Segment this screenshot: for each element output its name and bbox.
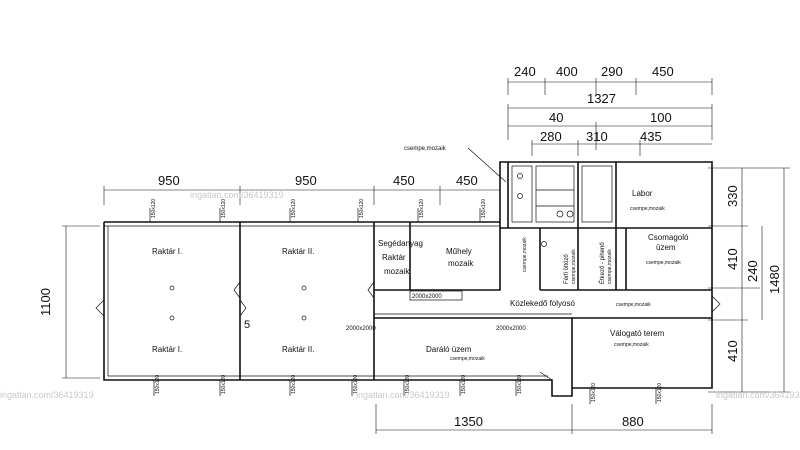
finish-csomagolo: csempe,mozaik <box>646 260 681 266</box>
dim-top-435: 435 <box>640 129 662 144</box>
svg-text:150x120: 150x120 <box>155 375 161 394</box>
door-2000-b: 2000x2000 <box>346 326 376 332</box>
dim-right-410-a: 410 <box>725 248 740 270</box>
window-markers: 150x120 150x120 150x120 150x120 150x120 … <box>149 199 663 404</box>
room-raktar-1-lower: Raktár I. <box>152 345 182 354</box>
room-etkezo-finish: csempe,mozaik <box>607 249 613 284</box>
window-marker-bottom-1: 150x120 <box>153 375 161 396</box>
room-muhely-l1: Műhely <box>446 247 472 256</box>
watermark-1: ingatlan.com/36419319 <box>190 190 284 200</box>
column-label-5: 5 <box>244 319 250 331</box>
dim-top-100: 100 <box>650 110 672 125</box>
dim-top-450: 450 <box>652 64 674 79</box>
window-marker-top-6: 150x120 <box>479 199 487 222</box>
room-labels: Raktár I. Raktár II. Raktár I. Raktár II… <box>152 189 689 354</box>
dim-950-a: 950 <box>158 173 180 188</box>
room-muhely-l2: mozaik <box>448 259 474 268</box>
room-kozlekedo: Közlekedő folyosó <box>510 299 575 308</box>
dim-top-400: 400 <box>556 64 578 79</box>
watermark-4: ingatlan.com/36419319 <box>716 390 800 400</box>
room-segedanyag-l1: Segédanyag <box>378 239 423 248</box>
dim-950-b: 950 <box>295 173 317 188</box>
bottom-dimension-chain: 1350 880 <box>375 404 713 434</box>
dim-bottom-880: 880 <box>622 414 644 429</box>
building-walls <box>95 161 721 397</box>
room-etkezo: Étkező - pihenő <box>599 242 606 284</box>
svg-text:150x120: 150x120 <box>461 375 467 394</box>
dim-450-b: 450 <box>456 173 478 188</box>
watermark-3: ingatlan.com/36419319 <box>356 390 450 400</box>
finish-corridor: csempe,mozaik <box>616 302 651 308</box>
door-2000-a: 2000x2000 <box>412 294 442 300</box>
room-csomagolo-l1: Csomagoló <box>648 233 689 242</box>
window-marker-top-5: 150x120 <box>417 199 425 222</box>
svg-text:150x120: 150x120 <box>221 375 227 394</box>
svg-text:150x120: 150x120 <box>291 375 297 394</box>
window-marker-bottom-6: 150x120 <box>459 375 467 396</box>
svg-text:150x120: 150x120 <box>657 383 663 402</box>
watermark-2: ingatlan.com/36419319 <box>0 390 94 400</box>
dim-right-240: 240 <box>745 260 760 282</box>
room-labor: Labor <box>632 189 653 198</box>
finish-notes: csempe,mozaik csempe,mozaik csempe,mozai… <box>404 146 681 362</box>
window-marker-bottom-2: 150x120 <box>219 375 227 396</box>
finish-labor: csempe,mozaik <box>630 206 665 212</box>
dim-top-310: 310 <box>586 129 608 144</box>
room-ferfi: Férfi öltöző <box>564 254 570 284</box>
dim-top-total: 1327 <box>587 91 616 106</box>
dim-right-330: 330 <box>725 185 740 207</box>
dim-right-1480: 1480 <box>767 265 782 294</box>
window-marker-bottom-7: 150x120 <box>515 375 523 396</box>
room-raktar-2-lower: Raktár II. <box>282 345 314 354</box>
finish-valogato: csempe,mozaik <box>614 342 649 348</box>
svg-text:150x120: 150x120 <box>359 199 365 218</box>
svg-text:150x120: 150x120 <box>419 199 425 218</box>
svg-text:150x120: 150x120 <box>481 199 487 218</box>
dim-left-1100: 1100 <box>38 288 53 316</box>
window-marker-top-1: 150x120 <box>149 199 157 222</box>
dim-top-290: 290 <box>601 64 623 79</box>
dim-bottom-1350: 1350 <box>454 414 483 429</box>
svg-text:150x120: 150x120 <box>221 199 227 218</box>
svg-text:150x120: 150x120 <box>151 199 157 218</box>
dim-450-a: 450 <box>393 173 415 188</box>
svg-text:150x120: 150x120 <box>517 375 523 394</box>
window-marker-bottom-9: 150x120 <box>655 383 663 404</box>
room-raktar-1-upper: Raktár I. <box>152 247 182 256</box>
dim-right-410-b: 410 <box>725 340 740 362</box>
watermarks: ingatlan.com/36419319 ingatlan.com/36419… <box>0 190 800 400</box>
room-raktar-2-upper: Raktár II. <box>282 247 314 256</box>
window-marker-top-4: 150x120 <box>357 199 365 222</box>
dim-top-40: 40 <box>549 110 563 125</box>
dim-top-240: 240 <box>514 64 536 79</box>
room-segedanyag-l3: mozaik <box>384 267 410 276</box>
window-marker-bottom-5: 150x120 <box>403 375 411 396</box>
room-valogato: Válogató terem <box>610 329 665 338</box>
room-ferfi-finish: csempe,mozaik <box>571 249 577 284</box>
dim-top-280: 280 <box>540 129 562 144</box>
finish-daralo: csempe,mozaik <box>450 356 485 362</box>
window-marker-bottom-4: 150x120 <box>351 375 359 396</box>
window-marker-bottom-8: 150x120 <box>589 383 597 404</box>
svg-text:150x120: 150x120 <box>291 199 297 218</box>
window-marker-bottom-3: 150x120 <box>289 375 297 396</box>
left-dimension: 1100 <box>38 225 100 379</box>
window-marker-top-2: 150x120 <box>219 199 227 222</box>
svg-text:150x120: 150x120 <box>591 383 597 402</box>
door-labels: 2000x2000 2000x2000 2000x2000 <box>346 290 526 332</box>
window-marker-top-3: 150x120 <box>289 199 297 222</box>
svg-text:150x120: 150x120 <box>405 375 411 394</box>
finish-annex: csempe,mozaik <box>522 237 528 272</box>
column-markers <box>169 285 307 321</box>
room-csomagolo-l2: üzem <box>656 243 676 252</box>
room-daralo: Daráló üzem <box>426 345 472 354</box>
door-2000-c: 2000x2000 <box>496 326 526 332</box>
svg-text:150x120: 150x120 <box>353 375 359 394</box>
top-dimension-chain: 240 400 290 450 1327 40 100 280 310 435 <box>507 64 713 156</box>
leader-note: csempe,mozaik <box>404 146 447 152</box>
right-dimension-chain: 330 410 410 240 1480 <box>708 167 790 393</box>
main-dimension-chain: 950 950 450 450 <box>103 173 501 205</box>
room-segedanyag-l2: Raktár <box>382 253 406 262</box>
